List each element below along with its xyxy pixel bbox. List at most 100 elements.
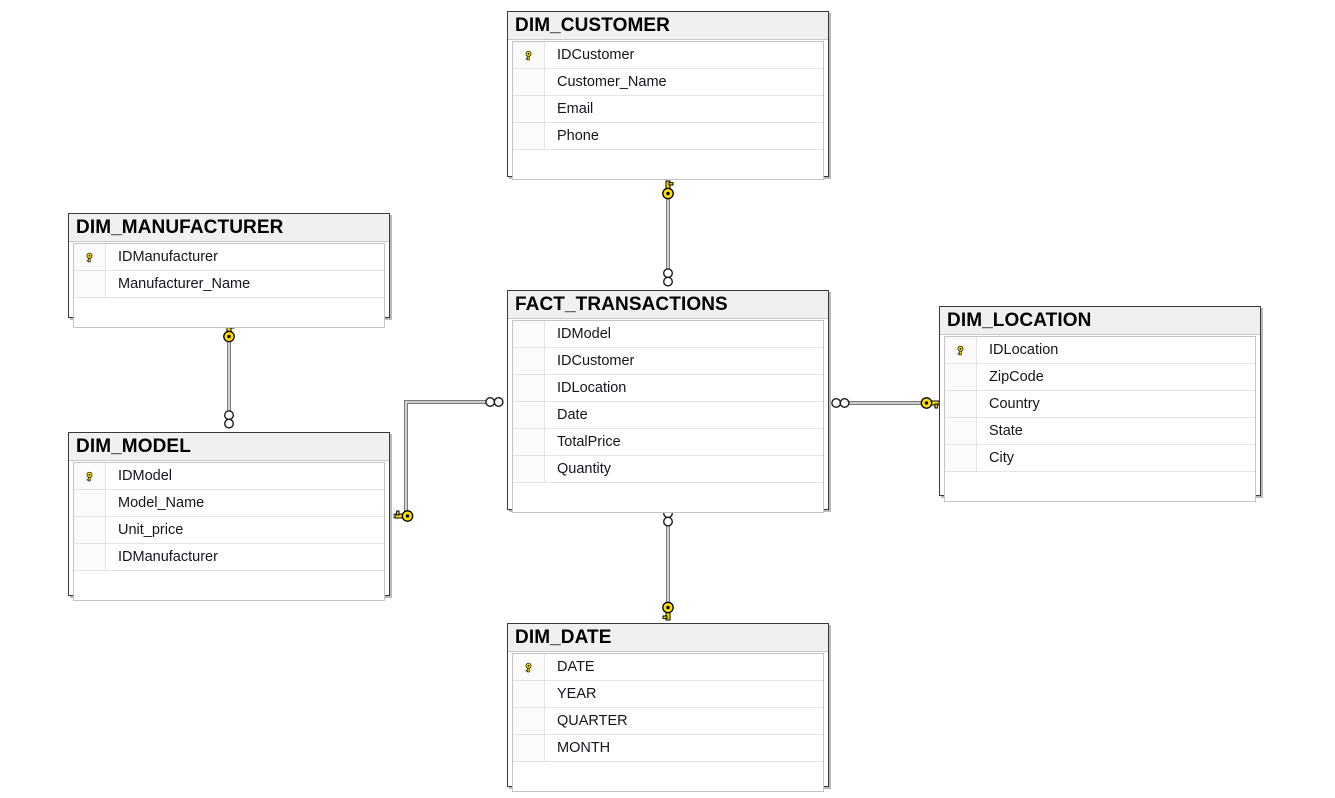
relationship-many-marker — [831, 397, 850, 409]
field-gutter — [513, 69, 545, 95]
field-row[interactable]: Phone — [513, 123, 823, 150]
field-row[interactable]: IDModel — [513, 321, 823, 348]
field-row[interactable]: IDModel — [74, 463, 384, 490]
field-row[interactable]: IDManufacturer — [74, 544, 384, 571]
primary-key-icon — [74, 463, 106, 489]
field-grid-dim_date: DATE YEAR QUARTER MONTH — [512, 653, 824, 792]
field-row[interactable]: Model_Name — [74, 490, 384, 517]
field-gutter — [513, 321, 545, 347]
field-row[interactable]: Unit_price — [74, 517, 384, 544]
field-row[interactable]: Manufacturer_Name — [74, 271, 384, 298]
field-gutter — [513, 708, 545, 734]
relationship-many-marker — [223, 410, 235, 429]
entity-dim_date[interactable]: DIM_DATE DATE YEAR QUARTER MONTH — [507, 623, 829, 792]
field-name: MONTH — [557, 739, 611, 756]
field-row[interactable]: YEAR — [513, 681, 823, 708]
field-row[interactable]: Country — [945, 391, 1255, 418]
field-row[interactable]: DATE — [513, 654, 823, 681]
field-gutter — [945, 445, 977, 471]
entity-title-dim_date: DIM_DATE — [515, 627, 612, 648]
entity-title-dim_manufacturer: DIM_MANUFACTURER — [76, 217, 284, 238]
field-gutter — [513, 402, 545, 428]
field-name: IDModel — [557, 325, 611, 342]
entity-header-dim_manufacturer[interactable]: DIM_MANUFACTURER — [69, 214, 389, 242]
empty-field-row[interactable] — [74, 298, 384, 327]
field-row[interactable]: IDLocation — [945, 337, 1255, 364]
empty-field-row[interactable] — [945, 472, 1255, 501]
field-gutter — [513, 96, 545, 122]
field-gutter — [74, 517, 106, 543]
field-name: QUARTER — [557, 712, 628, 729]
field-name: YEAR — [557, 685, 597, 702]
field-row[interactable]: TotalPrice — [513, 429, 823, 456]
relationship-key-marker — [662, 601, 674, 621]
field-gutter — [945, 364, 977, 390]
field-gutter — [513, 681, 545, 707]
primary-key-icon — [74, 244, 106, 270]
empty-field-row[interactable] — [513, 150, 823, 179]
entity-header-fact_transactions[interactable]: FACT_TRANSACTIONS — [508, 291, 828, 319]
field-row[interactable]: City — [945, 445, 1255, 472]
field-name: Email — [557, 100, 594, 117]
entity-header-dim_customer[interactable]: DIM_CUSTOMER — [508, 12, 828, 40]
field-gutter — [74, 544, 106, 570]
relationship-rel_model_fact[interactable] — [393, 400, 489, 518]
relationship-many-marker — [662, 268, 674, 287]
field-gutter — [513, 429, 545, 455]
field-row[interactable]: IDCustomer — [513, 42, 823, 69]
empty-field-row[interactable] — [74, 571, 384, 600]
field-name: Quantity — [557, 460, 611, 477]
entity-header-dim_location[interactable]: DIM_LOCATION — [940, 307, 1260, 335]
primary-key-icon — [513, 654, 545, 680]
field-name: City — [989, 449, 1014, 466]
field-name: Country — [989, 395, 1040, 412]
field-row[interactable]: IDLocation — [513, 375, 823, 402]
field-gutter — [513, 735, 545, 761]
field-row[interactable]: State — [945, 418, 1255, 445]
entity-header-dim_date[interactable]: DIM_DATE — [508, 624, 828, 652]
field-gutter — [945, 391, 977, 417]
primary-key-icon — [945, 337, 977, 363]
field-gutter — [74, 271, 106, 297]
entity-title-dim_model: DIM_MODEL — [76, 436, 191, 457]
relationship-key-marker — [662, 180, 674, 200]
field-row[interactable]: QUARTER — [513, 708, 823, 735]
field-gutter — [513, 348, 545, 374]
field-name: Manufacturer_Name — [118, 275, 251, 292]
field-row[interactable]: Quantity — [513, 456, 823, 483]
field-row[interactable]: MONTH — [513, 735, 823, 762]
field-name: State — [989, 422, 1023, 439]
field-name: DATE — [557, 658, 595, 675]
field-name: Model_Name — [118, 494, 205, 511]
field-name: IDCustomer — [557, 352, 635, 369]
entity-header-dim_model[interactable]: DIM_MODEL — [69, 433, 389, 461]
relationship-many-marker — [485, 396, 504, 408]
field-row[interactable]: Customer_Name — [513, 69, 823, 96]
field-name: IDLocation — [557, 379, 627, 396]
field-gutter — [513, 456, 545, 482]
field-gutter — [74, 490, 106, 516]
field-name: Customer_Name — [557, 73, 667, 90]
field-gutter — [513, 375, 545, 401]
field-row[interactable]: Email — [513, 96, 823, 123]
field-row[interactable]: IDCustomer — [513, 348, 823, 375]
empty-field-row[interactable] — [513, 483, 823, 512]
field-name: IDCustomer — [557, 46, 635, 63]
relationship-key-marker — [394, 510, 414, 522]
field-row[interactable]: ZipCode — [945, 364, 1255, 391]
relationship-key-marker — [920, 397, 940, 409]
field-row[interactable]: Date — [513, 402, 823, 429]
field-name: TotalPrice — [557, 433, 621, 450]
field-row[interactable]: IDManufacturer — [74, 244, 384, 271]
empty-field-row[interactable] — [513, 762, 823, 791]
